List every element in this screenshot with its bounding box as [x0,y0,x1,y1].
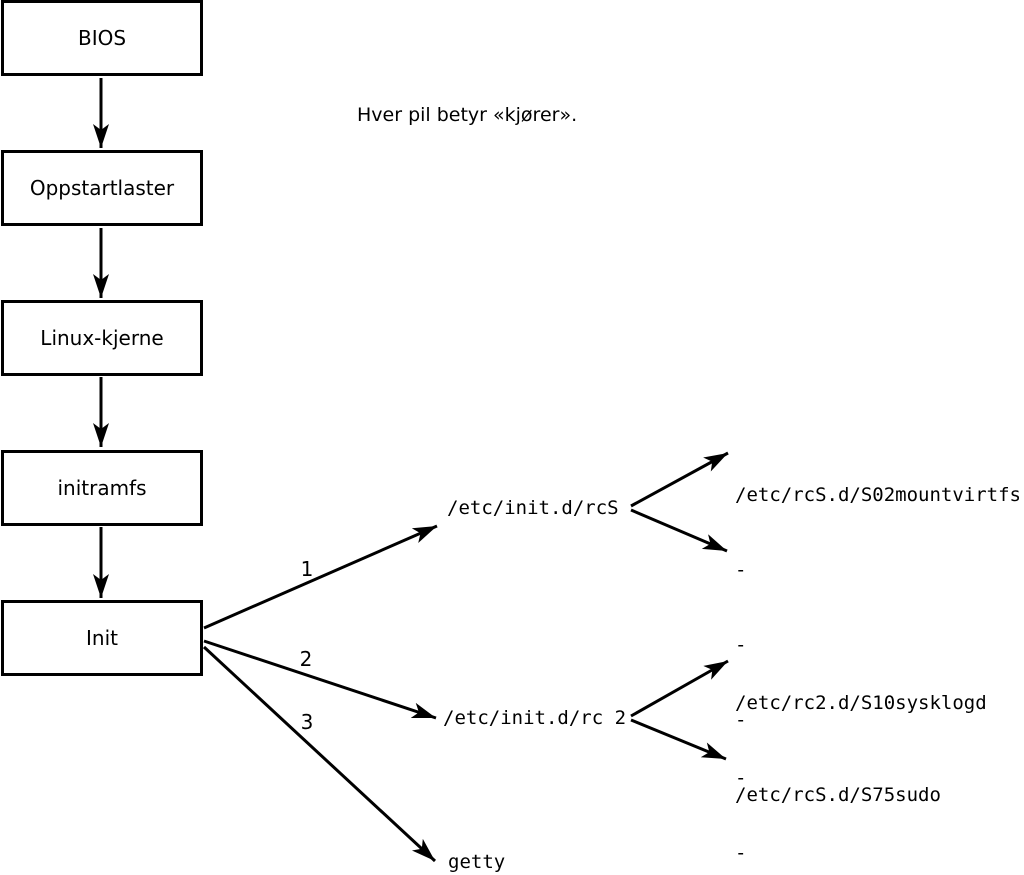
arrow-rc2-to-s10sysklogd [630,659,729,718]
arrow-init-to-rc2 [203,639,437,720]
arrow-order-label-3: 3 [300,710,314,734]
rc2-script-item: - [735,767,747,789]
rcs-script-item: - [735,559,747,581]
rc2-script-item: /etc/rc2.d/S10sysklogd [735,692,987,714]
node-linux-kjerne: Linux-kjerne [1,300,203,376]
rcs-script-list: /etc/rcS.d/S02mountvirtfs - - - /etc/rcS… [735,433,1021,858]
arrow-init-to-rcs [203,524,438,630]
node-etc-init-d-rcs: /etc/init.d/rcS [447,497,619,519]
arrow-rcs-to-s02mountvirtfs [630,451,729,508]
arrow-rcs-to-s75sudo [630,508,728,553]
arrow-order-label-1: 1 [300,557,314,581]
rc2-script-list: /etc/rc2.d/S10sysklogd - - - /etc/rc2.d/… [735,641,987,875]
rcs-script-item: - [735,634,747,656]
rc2-script-item: - [735,842,747,864]
arrow-init-to-getty [202,645,437,863]
diagram-note: Hver pil betyr «kjører». [357,104,578,126]
node-label: initramfs [57,476,147,500]
node-label: Linux-kjerne [40,326,164,350]
node-getty: getty [448,851,506,873]
node-label: Init [86,626,118,650]
node-etc-init-d-rc2: /etc/init.d/rc 2 [443,707,627,729]
arrow-order-label-2: 2 [299,647,313,671]
node-init: Init [1,600,203,676]
node-oppstartlaster: Oppstartlaster [1,150,203,226]
arrow-rc2-to-s99gdm [630,718,727,761]
node-label: Oppstartlaster [29,176,175,200]
rcs-script-item: /etc/rcS.d/S02mountvirtfs [735,484,1021,506]
node-initramfs: initramfs [1,450,203,526]
node-label: BIOS [77,26,127,50]
rcs-script-item: /etc/rcS.d/S75sudo [735,784,941,806]
rcs-script-item: - [735,709,747,731]
node-bios: BIOS [1,0,203,76]
